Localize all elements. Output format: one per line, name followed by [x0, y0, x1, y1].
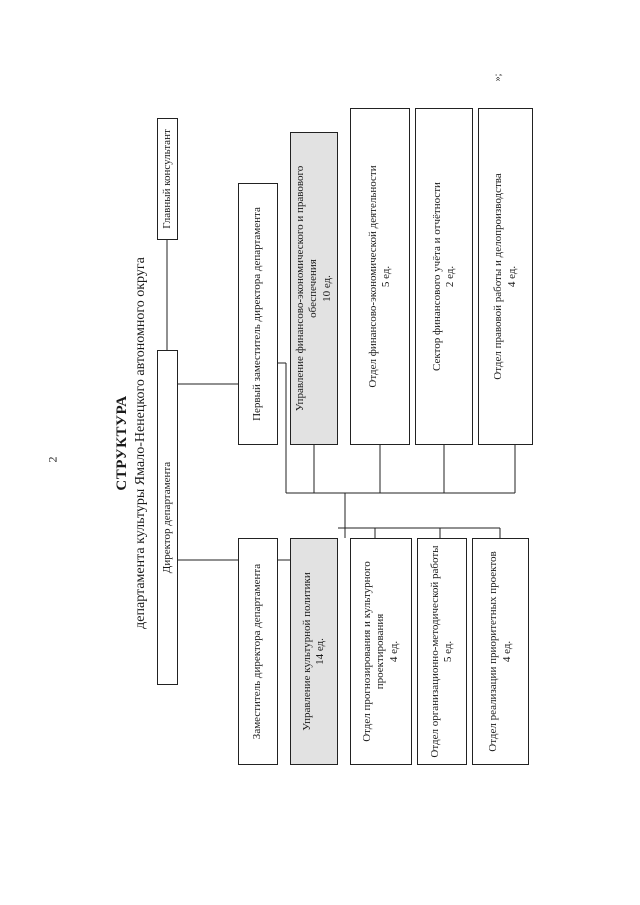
node-staff: 5 ед. [442, 640, 454, 663]
node-label: Сектор финансового учёта и отчётности [430, 182, 443, 371]
methodology-dept-box: Отдел организационно-методической работы… [417, 538, 467, 765]
finance-dept-box: Отдел финансово-экономической деятельнос… [350, 108, 410, 445]
node-label: Директор департамента [160, 461, 173, 574]
node-staff: 4 ед. [500, 640, 513, 663]
finance-legal-admin-box: Управление финансово-экономического и пр… [290, 132, 338, 445]
culture-policy-admin-box: Управление культурной политики 14 ед. [290, 538, 338, 765]
node-staff: 5 ед. [380, 265, 392, 288]
director-box: Директор департамента [157, 350, 178, 685]
node-staff: 4 ед. [387, 640, 400, 663]
connector-lines [166, 240, 516, 561]
accounting-sector-box: Сектор финансового учёта и отчётности 2 … [415, 108, 473, 445]
node-label: Управление финансово-экономического и пр… [294, 165, 320, 412]
node-staff: 10 ед. [320, 275, 333, 302]
first-deputy-box: Первый заместитель директора департамент… [238, 183, 278, 445]
node-label: Заместитель директора департамента [251, 563, 264, 740]
page-number: 2 [45, 456, 60, 463]
node-staff: 14 ед. [314, 638, 326, 665]
legal-dept-box: Отдел правовой работы и делопроизводства… [478, 108, 533, 445]
node-label: Отдел прогнозирования и культурного прое… [361, 561, 387, 742]
node-staff: 2 ед. [444, 265, 456, 288]
node-label: Отдел правовой работы и делопроизводства [492, 173, 505, 380]
corner-mark: »; [492, 73, 504, 82]
node-label: Отдел финансово-экономической деятельнос… [366, 165, 379, 388]
deputy-director-box: Заместитель директора департамента [238, 538, 278, 765]
node-label: Отдел реализации приоритетных проектов [487, 551, 500, 752]
node-label: Управление культурной политики [300, 572, 313, 731]
node-staff: 4 ед. [505, 265, 518, 288]
chief-consultant-box: Главный консультант [157, 118, 178, 240]
node-label: Отдел организационно-методической работы [428, 545, 441, 758]
forecasting-dept-box: Отдел прогнозирования и культурного прое… [350, 538, 412, 765]
node-label: Главный консультант [160, 129, 173, 229]
node-label: Первый заместитель директора департамент… [251, 207, 264, 421]
priority-projects-dept-box: Отдел реализации приоритетных проектов 4… [472, 538, 529, 765]
org-chart: СТРУКТУРА департамента культуры Ямало-Не… [100, 93, 540, 793]
